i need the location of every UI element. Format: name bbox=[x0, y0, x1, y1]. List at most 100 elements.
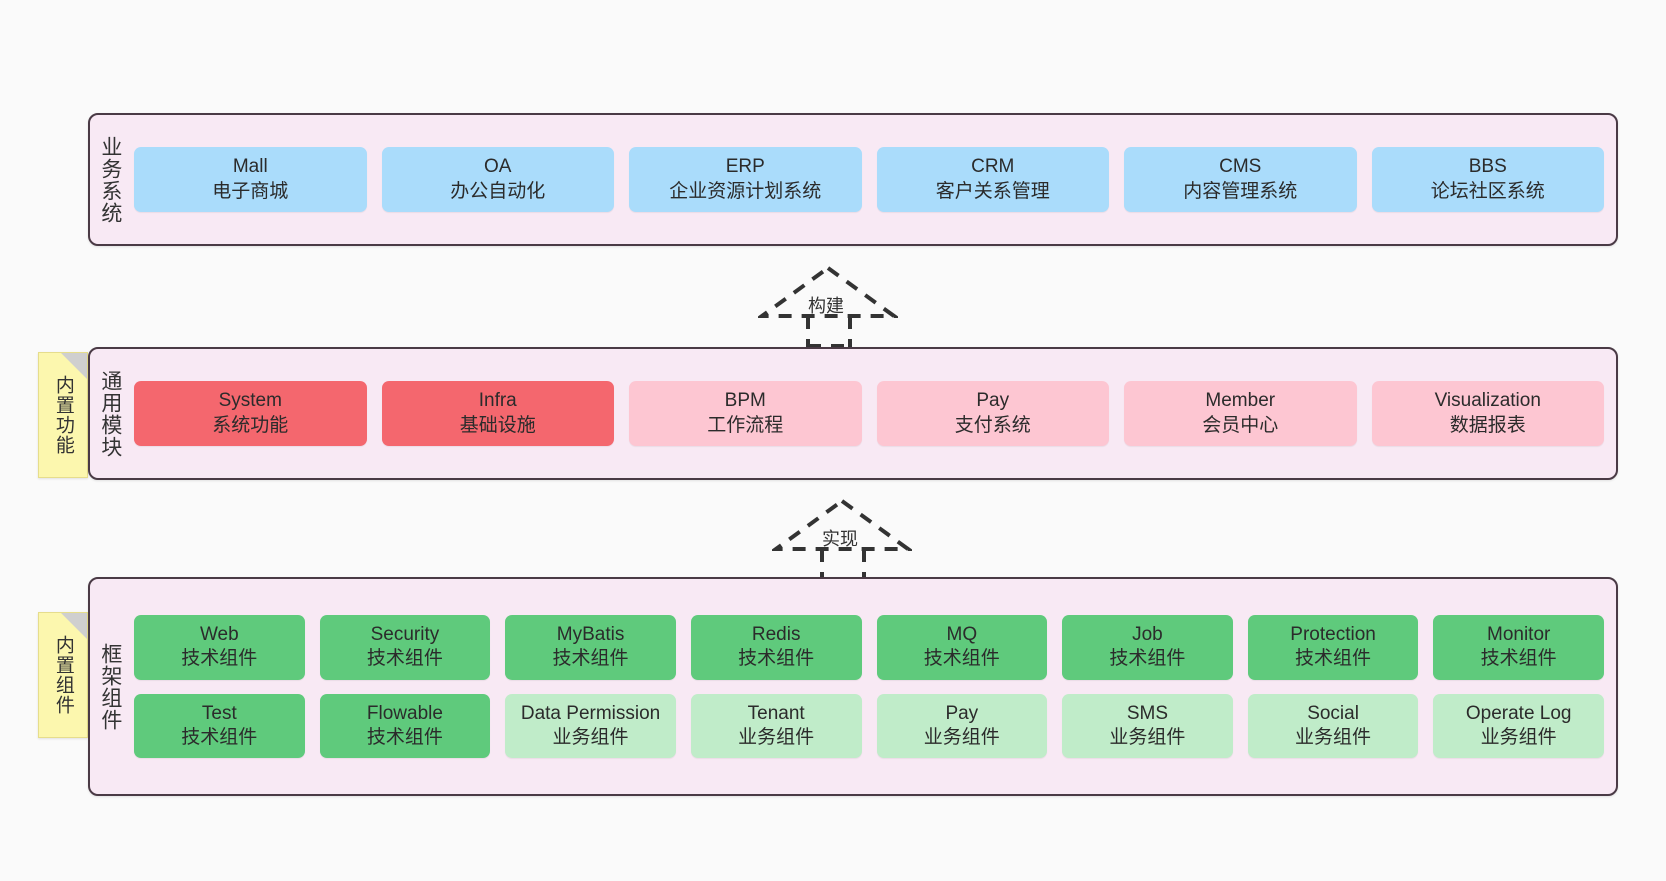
card-subtitle: 电子商城 bbox=[212, 180, 289, 202]
card-title: Pay bbox=[945, 702, 979, 724]
card-subtitle: 技术组件 bbox=[1480, 648, 1557, 670]
card-title: CRM bbox=[971, 156, 1015, 178]
card-mq[interactable]: MQ 技术组件 bbox=[876, 614, 1048, 680]
card-title: Mall bbox=[232, 156, 268, 178]
card-subtitle: 业务组件 bbox=[738, 726, 815, 748]
card-subtitle: 技术组件 bbox=[1109, 648, 1186, 670]
card-flowable[interactable]: Flowable 技术组件 bbox=[319, 693, 491, 759]
sticky-note-label: 内置功能 bbox=[52, 375, 74, 455]
card-monitor[interactable]: Monitor 技术组件 bbox=[1433, 614, 1604, 680]
card-title: CMS bbox=[1219, 156, 1262, 178]
card-subtitle: 技术组件 bbox=[181, 726, 258, 748]
card-mall[interactable]: Mall 电子商城 bbox=[134, 147, 367, 212]
card-operate-log[interactable]: Operate Log 业务组件 bbox=[1433, 693, 1604, 759]
card-subtitle: 工作流程 bbox=[707, 414, 784, 436]
card-row: Web 技术组件 Security 技术组件 MyBatis 技术组件 Redi… bbox=[134, 614, 1604, 680]
card-title: Member bbox=[1205, 390, 1276, 412]
card-title: Operate Log bbox=[1465, 702, 1572, 724]
card-title: ERP bbox=[725, 156, 765, 178]
card-title: Monitor bbox=[1487, 623, 1551, 645]
card-bpm[interactable]: BPM 工作流程 bbox=[629, 381, 862, 446]
card-row: Test 技术组件 Flowable 技术组件 Data Permission … bbox=[134, 693, 1604, 759]
card-title: BPM bbox=[724, 390, 766, 412]
card-subtitle: 系统功能 bbox=[212, 414, 289, 436]
card-crm[interactable]: CRM 客户关系管理 bbox=[876, 147, 1109, 212]
card-title: Test bbox=[201, 702, 237, 724]
card-subtitle: 技术组件 bbox=[1295, 648, 1372, 670]
card-social[interactable]: Social 业务组件 bbox=[1247, 693, 1419, 759]
section-cards-common: System 系统功能 Infra 基础设施 BPM 工作流程 Pay 支付系统… bbox=[130, 349, 1616, 478]
card-title: Flowable bbox=[366, 702, 443, 724]
card-title: Data Permission bbox=[520, 702, 661, 724]
card-title: Job bbox=[1132, 623, 1163, 645]
card-data-permission[interactable]: Data Permission 业务组件 bbox=[505, 693, 676, 759]
connector-build: 构建 bbox=[758, 262, 898, 348]
card-protection[interactable]: Protection 技术组件 bbox=[1247, 614, 1419, 680]
card-title: MQ bbox=[946, 623, 978, 645]
connector-label-build: 构建 bbox=[808, 296, 844, 316]
card-row: Mall 电子商城 OA 办公自动化 ERP 企业资源计划系统 CRM 客户关系… bbox=[134, 147, 1604, 212]
card-pay-business[interactable]: Pay 业务组件 bbox=[876, 693, 1048, 759]
section-framework-components: 框架组件 Web 技术组件 Security 技术组件 MyBatis 技术组件… bbox=[88, 577, 1618, 796]
card-subtitle: 基础设施 bbox=[459, 414, 536, 436]
card-title: Security bbox=[370, 623, 440, 645]
card-subtitle: 业务组件 bbox=[1480, 726, 1557, 748]
card-infra[interactable]: Infra 基础设施 bbox=[381, 381, 614, 446]
card-title: Web bbox=[199, 623, 239, 645]
card-subtitle: 业务组件 bbox=[1109, 726, 1186, 748]
card-title: Infra bbox=[478, 390, 517, 412]
card-erp[interactable]: ERP 企业资源计划系统 bbox=[629, 147, 862, 212]
card-subtitle: 会员中心 bbox=[1202, 414, 1279, 436]
card-member[interactable]: Member 会员中心 bbox=[1124, 381, 1357, 446]
card-pay[interactable]: Pay 支付系统 bbox=[876, 381, 1109, 446]
card-security[interactable]: Security 技术组件 bbox=[319, 614, 491, 680]
card-title: System bbox=[218, 390, 282, 412]
card-visualization[interactable]: Visualization 数据报表 bbox=[1371, 381, 1604, 446]
card-system[interactable]: System 系统功能 bbox=[134, 381, 367, 446]
card-subtitle: 论坛社区系统 bbox=[1430, 180, 1545, 202]
card-mybatis[interactable]: MyBatis 技术组件 bbox=[505, 614, 676, 680]
card-tenant[interactable]: Tenant 业务组件 bbox=[690, 693, 862, 759]
card-title: Protection bbox=[1290, 623, 1376, 645]
card-subtitle: 数据报表 bbox=[1449, 414, 1526, 436]
card-title: OA bbox=[484, 156, 512, 178]
connector-label-implement: 实现 bbox=[822, 529, 858, 549]
card-sms[interactable]: SMS 业务组件 bbox=[1062, 693, 1233, 759]
card-subtitle: 支付系统 bbox=[954, 414, 1031, 436]
card-title: Tenant bbox=[747, 702, 805, 724]
card-title: MyBatis bbox=[556, 623, 625, 645]
card-subtitle: 办公自动化 bbox=[450, 180, 546, 202]
card-redis[interactable]: Redis 技术组件 bbox=[690, 614, 862, 680]
card-title: Visualization bbox=[1434, 390, 1541, 412]
connector-implement: 实现 bbox=[772, 495, 912, 581]
card-cms[interactable]: CMS 内容管理系统 bbox=[1124, 147, 1357, 212]
section-title-framework: 框架组件 bbox=[98, 642, 122, 731]
section-cards-business: Mall 电子商城 OA 办公自动化 ERP 企业资源计划系统 CRM 客户关系… bbox=[130, 115, 1616, 244]
card-subtitle: 客户关系管理 bbox=[935, 180, 1050, 202]
card-test[interactable]: Test 技术组件 bbox=[134, 693, 305, 759]
card-web[interactable]: Web 技术组件 bbox=[134, 614, 305, 680]
card-title: Social bbox=[1307, 702, 1359, 724]
card-subtitle: 企业资源计划系统 bbox=[669, 180, 822, 202]
card-bbs[interactable]: BBS 论坛社区系统 bbox=[1371, 147, 1604, 212]
section-title-business: 业务系统 bbox=[98, 135, 122, 224]
card-subtitle: 业务组件 bbox=[552, 726, 629, 748]
section-cards-framework: Web 技术组件 Security 技术组件 MyBatis 技术组件 Redi… bbox=[130, 579, 1616, 794]
card-subtitle: 技术组件 bbox=[923, 648, 1000, 670]
card-subtitle: 业务组件 bbox=[1295, 726, 1372, 748]
card-title: BBS bbox=[1468, 156, 1507, 178]
sticky-note-label: 内置组件 bbox=[52, 635, 74, 715]
card-subtitle: 技术组件 bbox=[552, 648, 629, 670]
dashed-generalization-arrow-icon bbox=[772, 498, 912, 581]
dashed-generalization-arrow-icon bbox=[758, 265, 898, 348]
sticky-note-builtin-features: 内置功能 bbox=[38, 352, 88, 478]
section-business-systems: 业务系统 Mall 电子商城 OA 办公自动化 ERP 企业资源计划系统 CRM… bbox=[88, 113, 1618, 246]
card-job[interactable]: Job 技术组件 bbox=[1062, 614, 1233, 680]
card-subtitle: 技术组件 bbox=[181, 648, 258, 670]
card-oa[interactable]: OA 办公自动化 bbox=[381, 147, 614, 212]
card-title: Pay bbox=[976, 390, 1010, 412]
section-common-modules: 通用模块 System 系统功能 Infra 基础设施 BPM 工作流程 Pay… bbox=[88, 347, 1618, 480]
card-subtitle: 业务组件 bbox=[923, 726, 1000, 748]
card-subtitle: 技术组件 bbox=[738, 648, 815, 670]
